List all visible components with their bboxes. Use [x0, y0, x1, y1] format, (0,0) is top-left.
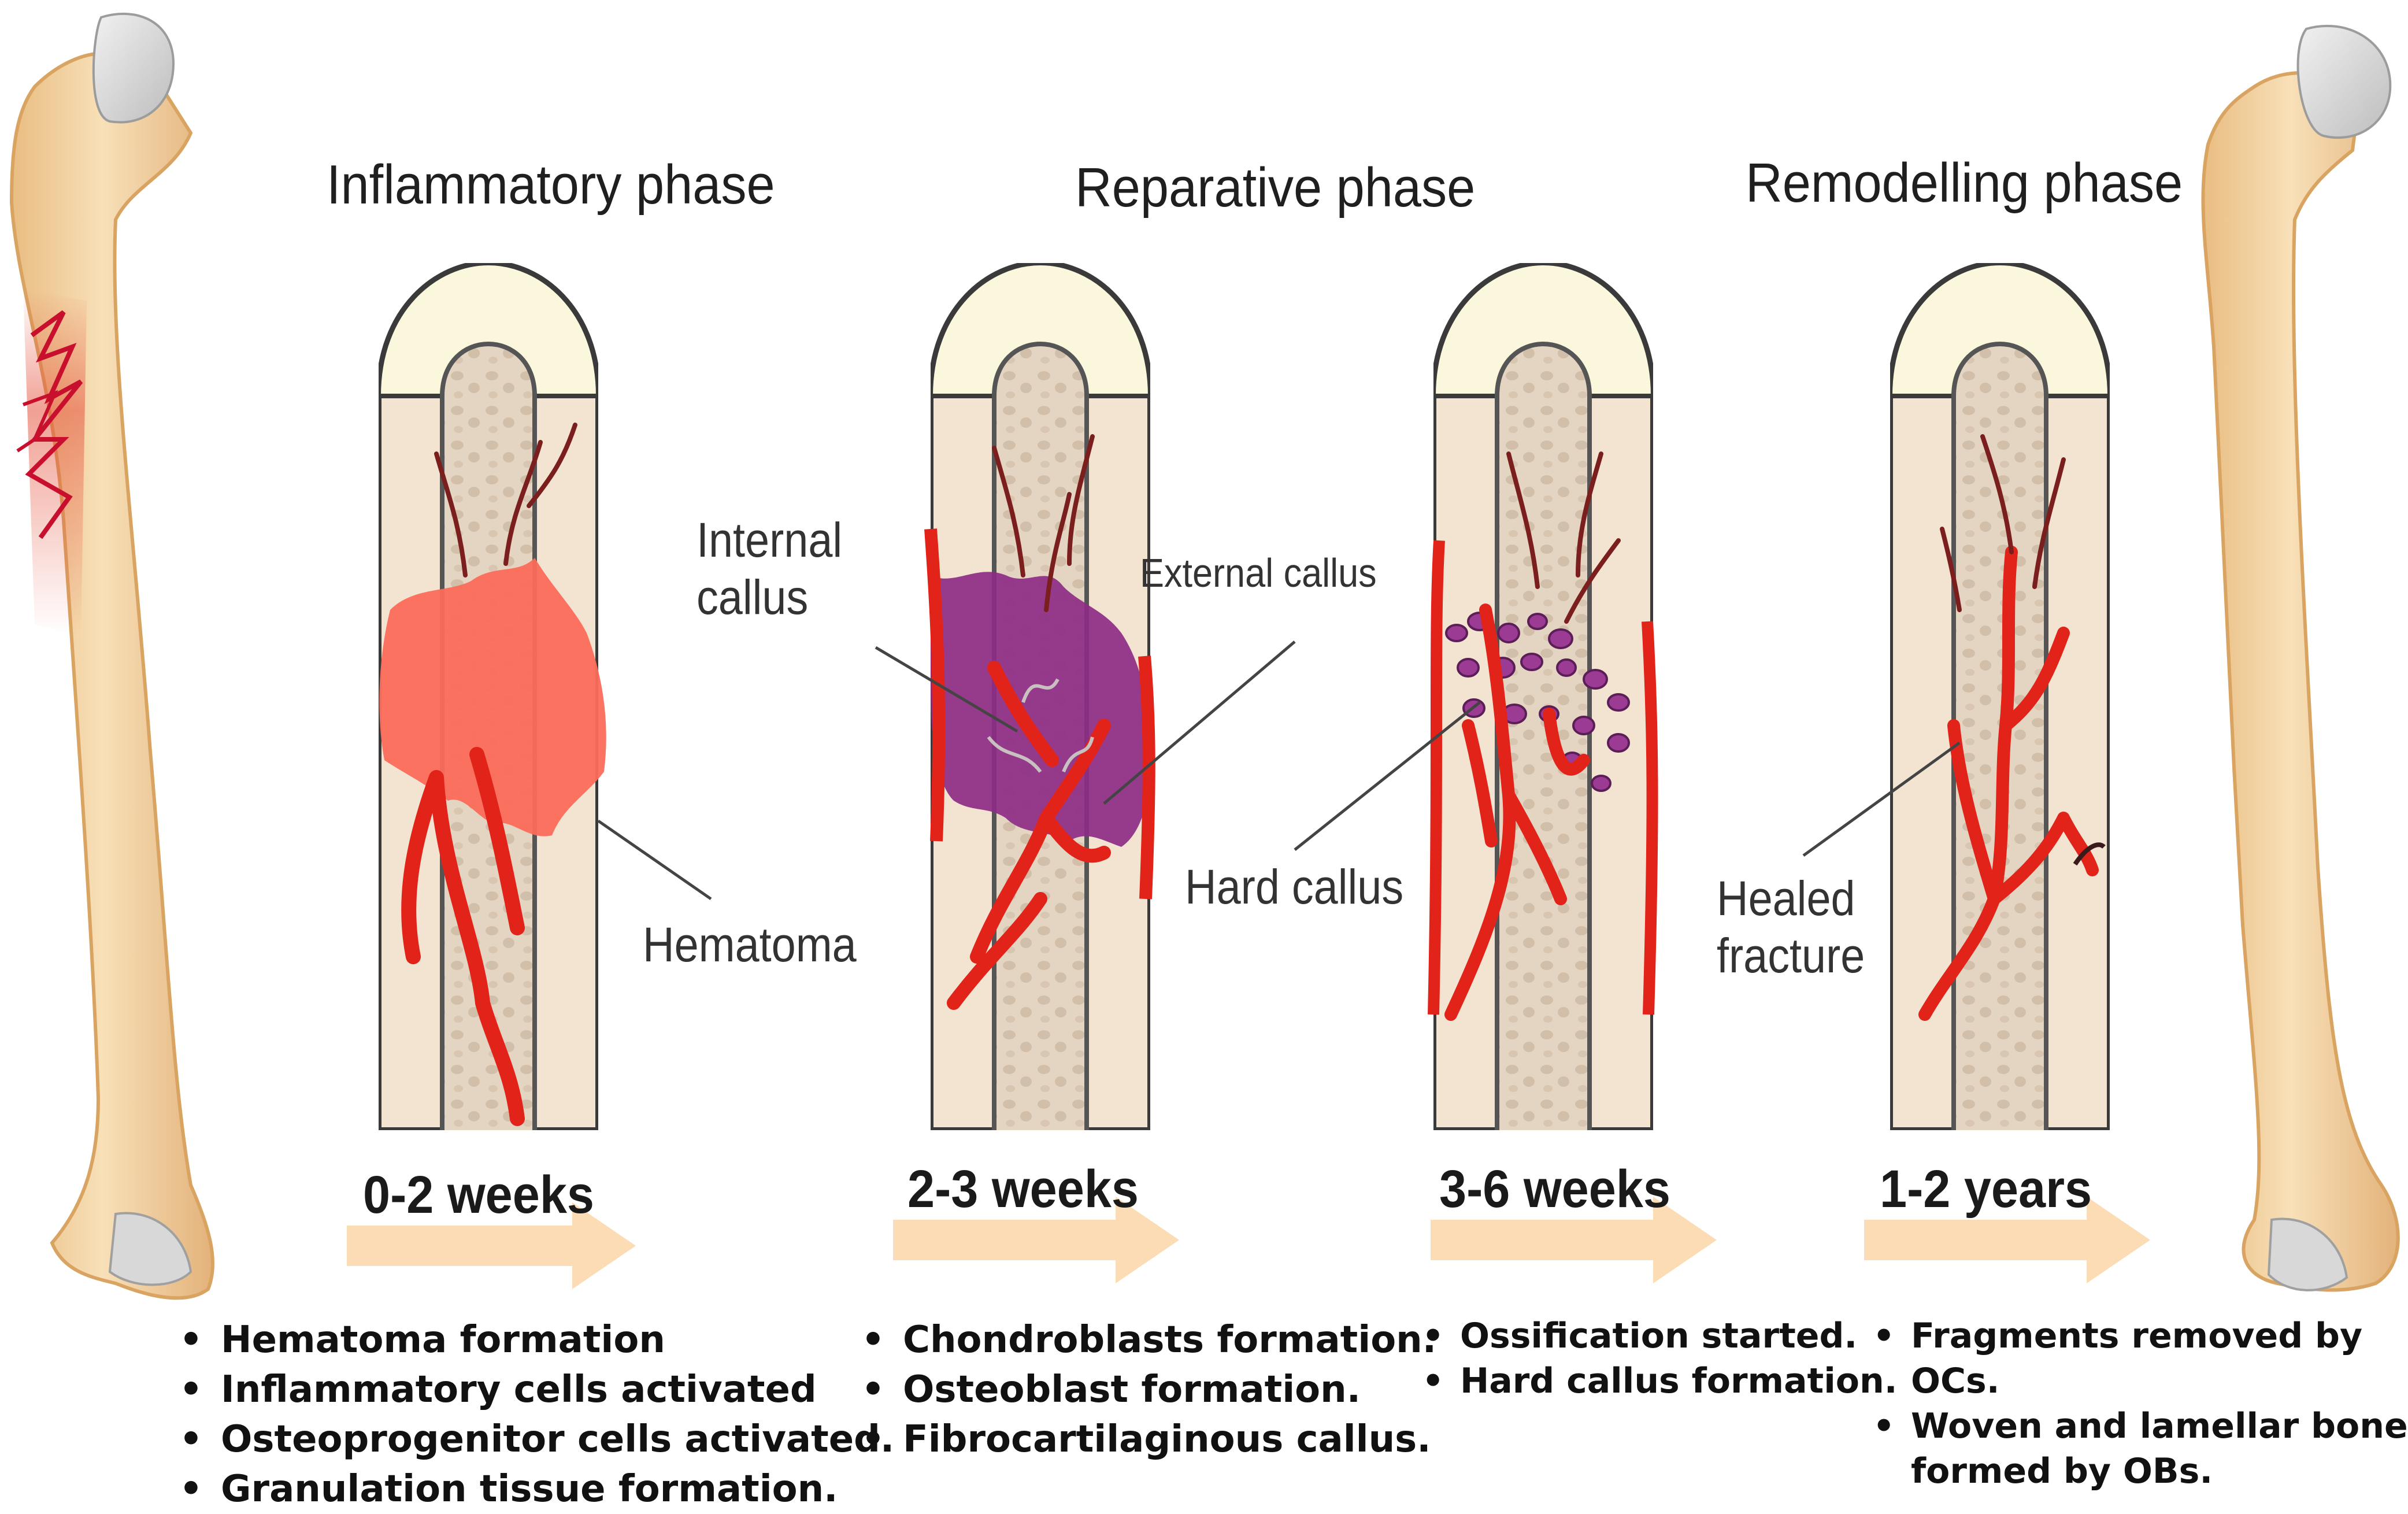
- stage2-bullet: Fibrocartilaginous callus.: [855, 1415, 1436, 1464]
- phase-title-inflammatory: Inflammatory phase: [327, 154, 775, 216]
- timeline-arrow-4: [1864, 1197, 2150, 1283]
- stage1-bullet: Osteoprogenitor cells activated.: [173, 1415, 894, 1464]
- stage1-bullet: Inflammatory cells activated: [173, 1365, 894, 1415]
- stage4-bullet: Woven and lamellar bone formed by OBs.: [1867, 1404, 2408, 1494]
- label-external-callus: External callus: [1140, 550, 1377, 595]
- stage1-bullet: Hematoma formation: [173, 1315, 894, 1365]
- label-hard-callus: Hard callus: [1185, 860, 1404, 914]
- stage3-bullet: Hard callus formation.: [1416, 1358, 1898, 1404]
- soft-callus-region: [931, 572, 1150, 847]
- stage3-bone-section: [1428, 263, 1658, 1130]
- healed-fracture-leader: [1802, 741, 1961, 857]
- callout-lines: [597, 641, 1961, 901]
- stage1-bone-section: [379, 263, 606, 1130]
- stage4-bone-section: [1890, 263, 2110, 1130]
- hematoma-region: [379, 558, 606, 836]
- phase-title-remodelling: Remodelling phase: [1746, 152, 2183, 214]
- stage1-bullets: Hematoma formation Inflammatory cells ac…: [173, 1315, 894, 1514]
- stage2-bullet: Chondroblasts formation.: [855, 1315, 1436, 1365]
- label-internal-callus: Internal callus: [697, 513, 843, 625]
- external-callus-leader: [1103, 641, 1296, 805]
- timeline-arrow-1: [347, 1202, 636, 1289]
- phase-title-reparative: Reparative phase: [1075, 157, 1476, 219]
- timeline-arrows: [347, 1197, 2150, 1289]
- hard-callus-leader: [1294, 701, 1481, 851]
- stage3-bullets: Ossification started. Hard callus format…: [1416, 1313, 1898, 1404]
- timeline-arrow-3: [1431, 1197, 1717, 1283]
- stage2-bone-section: [924, 263, 1155, 1130]
- stage2-bullet: Osteoblast formation.: [855, 1365, 1436, 1415]
- time-label-2: 2-3 weeks: [907, 1160, 1139, 1219]
- healed-femur: [2201, 24, 2400, 1292]
- stage3-bullet: Ossification started.: [1416, 1313, 1898, 1358]
- internal-callus-leader: [875, 646, 1018, 733]
- label-healed-fracture: Healed fracture: [1717, 871, 1865, 983]
- time-label-3: 3-6 weeks: [1439, 1160, 1670, 1219]
- stage4-bullet: Fragments removed by OCs.: [1867, 1313, 2408, 1404]
- stage2-bullets: Chondroblasts formation. Osteoblast form…: [855, 1315, 1436, 1464]
- time-label-4: 1-2 years: [1880, 1160, 2092, 1219]
- stage1-bullet: Granulation tissue formation.: [173, 1464, 894, 1514]
- hard-callus-islands: [1445, 612, 1630, 792]
- hematoma-leader: [597, 819, 712, 901]
- timeline-arrow-2: [893, 1197, 1179, 1283]
- label-hematoma: Hematoma: [643, 917, 857, 972]
- fractured-femur: [9, 12, 215, 1300]
- time-label-1: 0-2 weeks: [363, 1165, 594, 1224]
- stage4-bullets: Fragments removed by OCs. Woven and lame…: [1867, 1313, 2408, 1494]
